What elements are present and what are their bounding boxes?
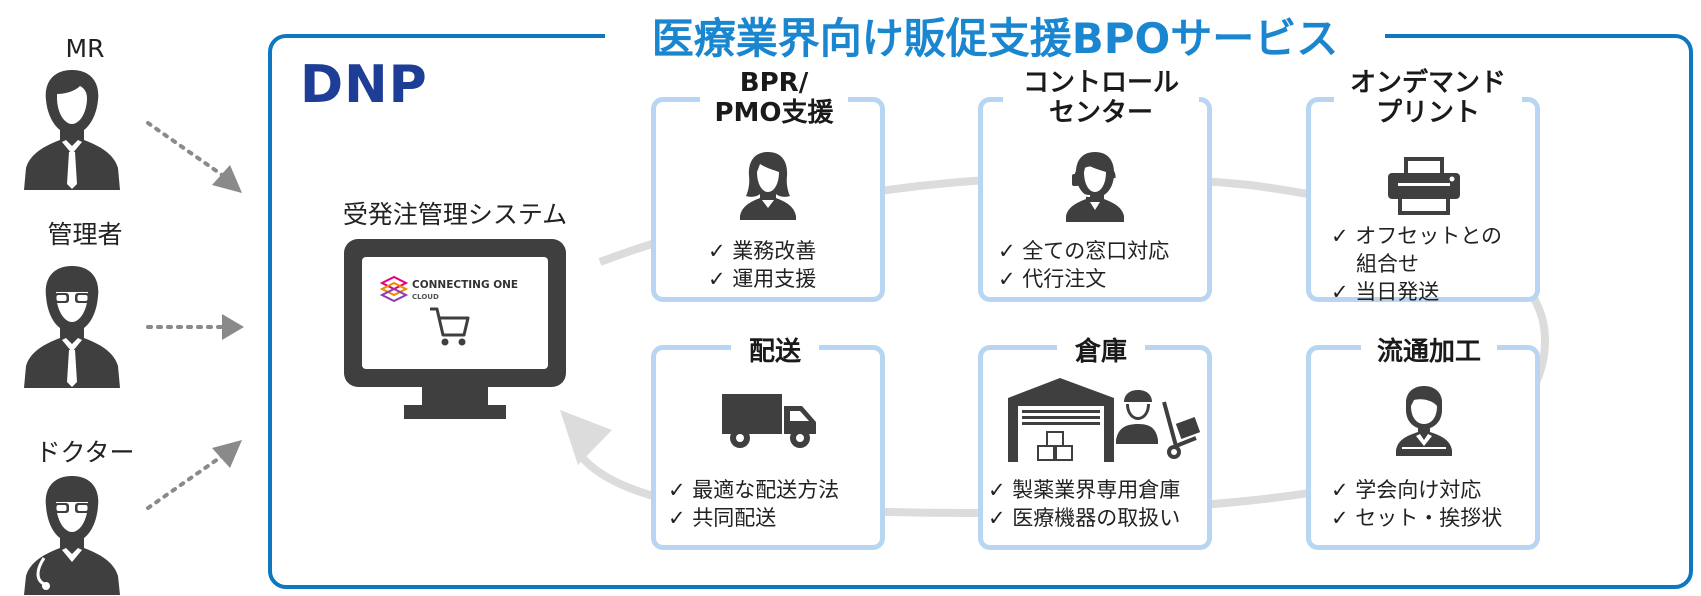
dnp-logo: DNP [300, 55, 428, 115]
page-title: 医療業界向け販促支援BPOサービス [605, 8, 1385, 70]
service-bpr-pmo-items: ✓ 業務改善 ✓ 運用支援 [708, 239, 817, 291]
service-distribution-processing-title: 流通加工 [1361, 337, 1497, 367]
service-warehouse-title: 倉庫 [1057, 337, 1145, 367]
service-delivery-items: ✓ 最適な配送方法 ✓ 共同配送 [668, 478, 840, 530]
service-on-demand-print-title: オンデマンド プリント [1334, 68, 1522, 128]
service-distribution-processing [1306, 345, 1540, 550]
service-distribution-processing-items: ✓ 学会向け対応 ✓ セット・挨拶状 [1331, 478, 1503, 530]
service-control-center-items: ✓ 全ての窓口対応 ✓ 代行注文 [998, 239, 1170, 291]
businessman-icon [24, 70, 120, 190]
businesswoman-icon [740, 152, 796, 220]
dotted-arrow-doctor [146, 440, 242, 510]
system-label: 受発注管理システム [342, 200, 568, 229]
service-delivery-title: 配送 [731, 337, 819, 367]
service-on-demand-print [1306, 97, 1540, 302]
service-control-center-title: コントロール センター [1003, 68, 1199, 128]
user-label-doctor: ドクター [35, 438, 135, 467]
operator-headset-icon [1066, 152, 1124, 222]
user-label-manager: 管理者 [47, 220, 123, 249]
doctor-with-stethoscope-icon [24, 476, 120, 595]
dotted-arrow-manager [146, 314, 244, 340]
delivery-truck-icon [722, 394, 816, 448]
service-bpr-pmo-title: BPR/ PMO支援 [700, 68, 848, 128]
warehouse-worker-icon [1008, 378, 1201, 462]
service-on-demand-print-items: ✓ オフセットとの 組合せ ✓ 当日発送 [1331, 224, 1503, 304]
printer-icon [1388, 157, 1460, 215]
monitor-with-shopping-cart-icon: CONNECTING ONE CLOUD [344, 239, 566, 419]
service-warehouse-items: ✓ 製薬業界専用倉庫 ✓ 医療機器の取扱い [988, 478, 1181, 530]
worker-icon [1396, 386, 1452, 456]
connecting-one-sub: CLOUD [412, 293, 439, 301]
shopping-cart-icon [430, 307, 470, 346]
dotted-arrow-mr [146, 121, 242, 193]
service-delivery [651, 345, 885, 550]
manager-with-glasses-icon [24, 266, 120, 388]
user-label-mr: MR [65, 34, 105, 63]
connecting-one-brand: CONNECTING ONE [412, 279, 518, 291]
